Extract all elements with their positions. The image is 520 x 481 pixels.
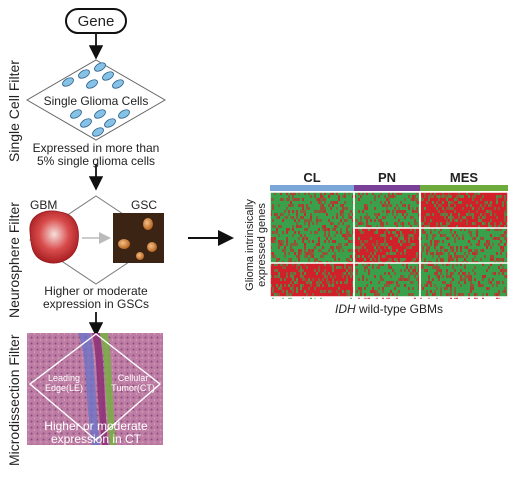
- single-glioma-cells-label: Single Glioma Cells: [43, 94, 149, 108]
- single-cell-caption-line2: 5% single glioma cells: [36, 154, 156, 168]
- neurosphere-caption-line1: Higher or moderate: [44, 284, 148, 298]
- microdissection-tissue-image: [27, 333, 163, 445]
- gbm-label: GBM: [30, 198, 58, 212]
- cellular-tumor-line2: Tumor(CT): [111, 383, 155, 393]
- heatmap-group-cl: CL: [303, 170, 321, 185]
- heatmap-ylabel-line1: Glioma intrinsically: [244, 199, 256, 291]
- single-cell-diamond: [26, 59, 166, 141]
- microdissection-caption-line2: expression in CT: [50, 432, 142, 446]
- heatmap-header-bars: [270, 185, 508, 191]
- leading-edge-label: Leading Edge(LE): [42, 373, 86, 393]
- gsc-label: GSC: [131, 198, 158, 212]
- heatmap-caption-rest: wild-type GBMs: [355, 302, 444, 316]
- single-cell-caption-line1: Expressed in more than: [32, 141, 160, 155]
- glioma-cells-icons: [62, 62, 130, 137]
- neurosphere-caption: Higher or moderate expression in GSCs: [30, 285, 162, 311]
- heatmap-caption: IDH wild-type GBMs: [270, 302, 508, 316]
- heatmap-ylabel-line2: expressed genes: [256, 203, 268, 287]
- neurosphere-caption-line2: expression in GSCs: [42, 297, 150, 311]
- heatmap-grid: [270, 192, 508, 299]
- gsc-image: [113, 213, 164, 263]
- gene-label: Gene: [77, 12, 115, 30]
- cellular-tumor-label: Cellular Tumor(CT): [110, 373, 156, 393]
- microdissection-caption: Higher or moderate expression in CT: [30, 420, 162, 446]
- microdissection-caption-line1: Higher or moderate: [44, 419, 148, 433]
- gbm-tumor-image: [29, 210, 79, 264]
- heatmap-block-borders: [269, 191, 509, 298]
- cellular-tumor-line1: Cellular: [117, 373, 149, 383]
- gene-box: Gene: [65, 8, 127, 34]
- heatmap-group-pn: PN: [377, 170, 397, 185]
- leading-edge-line1: Leading: [47, 373, 81, 383]
- leading-edge-line2: Edge(LE): [44, 383, 84, 393]
- heatmap-caption-italic: IDH: [334, 302, 356, 316]
- single-cell-caption: Expressed in more than 5% single glioma …: [24, 142, 168, 168]
- heatmap-ylabel: Glioma intrinsically expressed genes: [244, 189, 268, 301]
- heatmap-group-mes: MES: [449, 170, 479, 185]
